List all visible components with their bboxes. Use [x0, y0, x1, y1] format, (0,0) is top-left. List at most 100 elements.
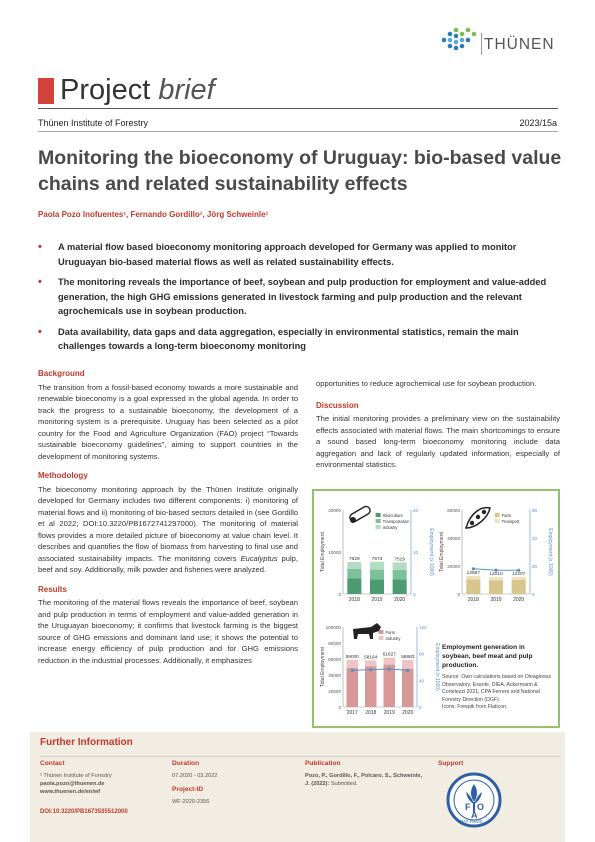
bar-segment [383, 664, 395, 707]
y-tick-label: 100000 [326, 625, 342, 630]
background-heading: Background [38, 369, 85, 378]
chart-caption-source: Source: Own calculations based on Oleagi… [442, 674, 552, 703]
methodology-text-a: The bioeconomy monitoring approach by th… [38, 484, 298, 563]
info-duration: Duration 07.2020 - 03.2022 Project-ID WF… [172, 760, 282, 806]
y2-tick-label: 10 [413, 550, 419, 555]
header-rule [38, 108, 558, 109]
bar-total-label: 7673 [372, 556, 383, 562]
legend-label: Silviculture [383, 513, 404, 518]
duration-value: 07.2020 - 03.2022 [172, 773, 218, 779]
brief-title: Project brief [60, 74, 215, 107]
methodology-text-b: pulp, beef and soy. Additionally, milk p… [38, 553, 298, 575]
key-point: Data availability, data gaps and data ag… [38, 325, 563, 354]
publication-heading: Publication [305, 760, 341, 767]
employment-point [471, 567, 475, 571]
bar-segment [392, 570, 407, 580]
y2-axis-title: Employment (x 1000) [434, 643, 440, 691]
y-axis-title: Total Employment [320, 532, 326, 572]
employment-point [406, 668, 410, 672]
legend-label: Farm [386, 630, 396, 635]
discussion-text: The initial monitoring provides a prelim… [316, 414, 560, 469]
y2-tick-label: 0 [419, 705, 422, 710]
svg-text:F: F [465, 802, 471, 812]
y-tick-label: 80000 [328, 641, 341, 646]
y-tick-label: 40000 [328, 673, 341, 678]
info-divider [40, 756, 560, 757]
bar-total-label: 7529 [394, 556, 405, 562]
bar-segment [369, 579, 385, 594]
y-axis-title: Total Employment [439, 532, 445, 572]
bar-total-label: 12207 [512, 571, 526, 577]
y2-tick-label: 40 [419, 678, 425, 683]
bar-segment [466, 579, 481, 594]
info-publication: Publication Pozo, P., Gordillo, F., Polc… [305, 760, 425, 788]
soybean-seed [475, 514, 481, 520]
institute-name: Thünen Institute of Forestry [38, 118, 149, 128]
x-tick-label: 2020 [513, 597, 524, 603]
key-point: The monitoring reveals the importance of… [38, 275, 563, 319]
publication-status: Submitted. [330, 781, 358, 787]
employment-line [352, 668, 408, 671]
y2-tick-label: 120 [419, 625, 427, 630]
y2-tick-label: 60 [532, 508, 538, 513]
y-tick-label: 60000 [328, 657, 341, 662]
legend-label: Transport [502, 519, 521, 524]
y-tick-label: 40000 [447, 536, 460, 541]
key-points: A material flow based bioeconomy monitor… [38, 240, 563, 360]
thuenen-logo-icon [441, 27, 477, 51]
contact-email[interactable]: paola.pozo@thuenen.de [40, 781, 105, 787]
y2-tick-label: 20 [413, 508, 419, 513]
y-tick-label: 20000 [328, 508, 341, 513]
chart-caption-icons: Icons: Freepik from Flaticon [442, 704, 507, 710]
bar-segment [488, 577, 504, 581]
y-tick-label: 10000 [328, 550, 341, 555]
bar-segment [369, 561, 385, 570]
projectid-value: WF-2020-2356 [172, 799, 210, 805]
bar-segment [347, 578, 362, 594]
bar-segment [347, 561, 362, 569]
doi-link[interactable]: DOI:10.3220/PB1673535512000 [40, 809, 128, 815]
x-tick-label: 2017 [347, 710, 358, 716]
contact-heading: Contact [40, 760, 65, 767]
employment-point [494, 568, 498, 572]
contact-affiliation: ¹ Thünen Institute of Forestry [40, 773, 112, 779]
logo-divider [481, 33, 482, 55]
bar-segment [488, 580, 504, 594]
fao-logo-text: FIAT PANIS [459, 819, 483, 824]
bar-segment [369, 569, 385, 580]
results-text: The monitoring of the material flows rev… [38, 598, 298, 665]
projectid-heading: Project-ID [172, 786, 204, 793]
pulp-roll-icon-end [350, 517, 356, 523]
authors: Paola Pozo Inofuentes¹, Fernando Gordill… [38, 210, 269, 219]
y-tick-label: 0 [457, 592, 460, 597]
cow-icon [353, 623, 381, 639]
info-contact: Contact ¹ Thünen Institute of Forestry p… [40, 760, 160, 816]
svg-text:O: O [477, 802, 484, 812]
bar-segment [383, 657, 395, 665]
bar-total-label: 59000 [346, 654, 360, 660]
legend-swatch [378, 636, 384, 640]
y-axis-title: Total Employment [320, 647, 326, 687]
soybean-seed [481, 509, 487, 515]
bar-segment [365, 666, 377, 707]
bar-segment [347, 568, 362, 579]
bar-total-label: 7629 [349, 556, 360, 562]
x-tick-label: 2019 [490, 597, 501, 603]
bar-segment [466, 575, 481, 580]
y-tick-label: 20000 [447, 564, 460, 569]
right-column: opportunities to reduce agrochemical use… [316, 378, 560, 479]
x-tick-label: 2019 [371, 597, 382, 603]
legend-label: Farm [502, 513, 512, 518]
employment-point [517, 568, 521, 572]
y2-tick-label: 0 [532, 592, 535, 597]
y-tick-label: 60000 [447, 508, 460, 513]
x-tick-label: 2018 [349, 597, 360, 603]
bar-segment [511, 580, 526, 594]
legend-swatch [494, 513, 500, 517]
further-information-title: Further Information [40, 737, 133, 748]
header-rule-2 [38, 131, 558, 132]
contact-website[interactable]: www.thuenen.de/en/wf [40, 789, 101, 795]
y-tick-label: 0 [338, 592, 341, 597]
y2-tick-label: 20 [532, 564, 538, 569]
